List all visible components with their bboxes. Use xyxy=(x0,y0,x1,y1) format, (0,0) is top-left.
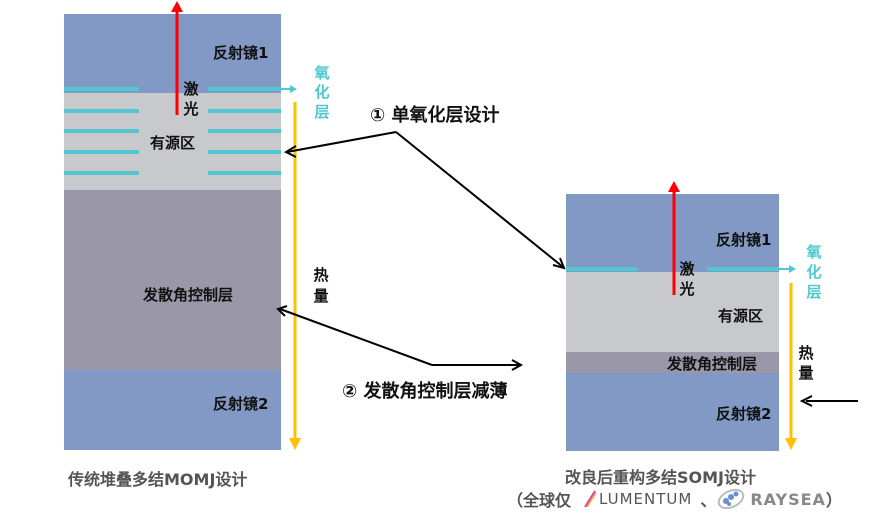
left-oxide-lines xyxy=(64,87,281,175)
right-heat-arrow xyxy=(785,283,797,450)
right-caption: 改良后重构多结SOMJ设计 xyxy=(565,468,757,487)
left-divergence-label: 发散角控制层 xyxy=(143,286,234,304)
right-oxide-arrow xyxy=(779,265,796,273)
right-mirror2-label: 反射镜2 xyxy=(716,405,772,423)
right-subcaption: （全球仅 LUMENTUM 、 RAYSEA ） xyxy=(507,487,842,511)
right-oxide-char-1: 氧 xyxy=(806,243,822,261)
left-heat-char-2: 量 xyxy=(313,287,329,305)
left-oxide-char-1: 氧 xyxy=(314,64,330,82)
left-divergence-layer xyxy=(64,190,281,370)
right-heat-char-1: 热 xyxy=(798,344,814,362)
left-oxide-char-3: 层 xyxy=(314,103,330,121)
left-mirror2-layer xyxy=(64,370,281,450)
left-laser-char-1: 激 xyxy=(183,80,199,98)
callout-thinner-divergence: ② 发散角控制层减薄 xyxy=(342,381,508,402)
left-caption: 传统堆叠多结MOMJ设计 xyxy=(68,470,248,489)
callout-single-oxide: ① 单氧化层设计 xyxy=(370,105,500,126)
lumentum-brand: LUMENTUM xyxy=(599,490,693,508)
subcaption-separator: 、 xyxy=(700,491,717,510)
right-laser-arrow xyxy=(668,181,680,295)
left-laser-arrow xyxy=(171,1,183,115)
raysea-brand: RAYSEA xyxy=(750,489,826,509)
right-side-pointer-arrow xyxy=(799,395,858,407)
right-heat-char-2: 量 xyxy=(798,364,814,382)
right-active-region-label: 有源区 xyxy=(718,307,764,325)
right-divergence-layer xyxy=(566,352,779,373)
left-heat-arrow xyxy=(289,102,301,450)
left-oxide-arrow xyxy=(281,85,297,93)
lumentum-logo-icon xyxy=(583,490,597,508)
callout1-leader-arrows xyxy=(283,131,566,270)
subcaption-suffix: ） xyxy=(825,491,842,510)
right-laser-char-2: 光 xyxy=(679,280,695,298)
left-mirror1-layer xyxy=(64,14,281,93)
raysea-logo-icon xyxy=(716,488,746,510)
left-mirror2-label: 反射镜2 xyxy=(213,395,269,413)
right-mirror1-label: 反射镜1 xyxy=(716,231,772,249)
right-divergence-label: 发散角控制层 xyxy=(667,355,758,373)
right-laser-char-1: 激 xyxy=(679,260,695,278)
callout2-leader-arrows xyxy=(276,305,524,371)
right-oxide-char-2: 化 xyxy=(806,263,822,281)
left-oxide-char-2: 化 xyxy=(314,83,330,101)
right-mirror2-layer xyxy=(566,373,779,451)
right-oxide-char-3: 层 xyxy=(806,283,822,301)
left-mirror1-label: 反射镜1 xyxy=(213,44,269,62)
left-active-region-label: 有源区 xyxy=(150,134,196,152)
left-heat-char-1: 热 xyxy=(313,266,329,284)
left-laser-char-2: 光 xyxy=(183,100,199,118)
subcaption-prefix: （全球仅 xyxy=(507,491,572,510)
